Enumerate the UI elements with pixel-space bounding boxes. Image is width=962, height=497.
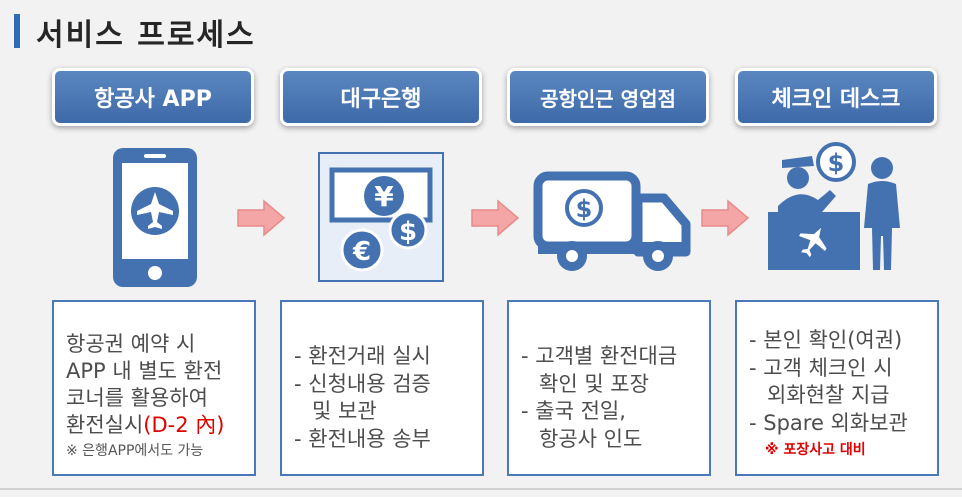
step-checkin-desk: 체크인 데스크 [735,68,937,126]
desc-text: 환전실시 [66,413,144,437]
desc-line: APP 내 별도 환전 [66,359,223,383]
right-arrow-icon [700,198,750,238]
title-accent-bar [14,14,20,48]
desc-box-daegu-bank: - 환전거래 실시 - 신청내용 검증 및 보관 - 환전내용 송부 [280,300,484,476]
desc-line: 항공사 인도 [539,427,643,451]
svg-text:$: $ [399,217,417,247]
desc-note: ※ 은행APP에서도 가능 [66,443,204,459]
svg-text:$: $ [828,149,845,177]
page-title: 서비스 프로세스 [36,18,256,53]
desc-line: - 환전내용 송부 [294,427,431,451]
desc-line: 확인 및 포장 [539,372,649,396]
step-label: 공항인근 영업점 [540,86,676,111]
desc-box-airline-app: 항공권 예약 시 APP 내 별도 환전 코너를 활용하여 환전실시(D-2 內… [52,300,256,476]
desc-line: - 환전거래 실시 [294,344,431,368]
desc-line: 및 보관 [312,399,377,423]
step-daegu-bank: 대구은행 [280,68,482,126]
delivery-truck-icon: $ [532,168,692,276]
bottom-divider [0,488,962,490]
desc-box-checkin-desk: - 본인 확인(여권) - 고객 체크인 시 외화현찰 지급 - Spare 외… [735,300,939,476]
desc-line: 코너를 활용하여 [66,386,208,410]
right-arrow-icon [236,198,286,238]
step-airline-app: 항공사 APP [52,68,254,126]
desc-box-airport-branch: - 고객별 환전대금 확인 및 포장 - 출국 전일, 항공사 인도 [507,300,711,476]
currency-exchange-icon: ¥ $ € [318,152,444,282]
desc-line-with-highlight: 환전실시(D-2 內) [66,409,224,439]
svg-text:¥: ¥ [374,180,394,213]
step-label: 체크인 데스크 [771,87,901,112]
step-airport-branch: 공항인근 영업점 [507,68,709,126]
step-label: 대구은행 [340,87,422,112]
d-minus-2-highlight: (D-2 內) [143,413,225,437]
svg-text:$: $ [576,195,593,223]
desc-line: - 본인 확인(여권) [749,328,903,352]
desc-note: ※ 포장사고 대비 [765,442,866,458]
desc-line: - 고객별 환전대금 [521,344,678,368]
svg-text:€: € [352,237,371,267]
desc-line: - Spare 외화보관 [749,411,908,435]
desc-line: 외화현찰 지급 [767,383,890,407]
desc-line: 항공권 예약 시 [66,332,196,356]
desc-line: - 출국 전일, [521,399,626,423]
smartphone-airplane-icon [110,145,200,290]
desc-line: - 고객 체크인 시 [749,356,893,380]
step-label: 항공사 APP [94,87,212,112]
desc-line: - 신청내용 검증 [294,372,431,396]
right-arrow-icon [470,198,520,238]
checkin-desk-icon: $ [764,140,904,275]
